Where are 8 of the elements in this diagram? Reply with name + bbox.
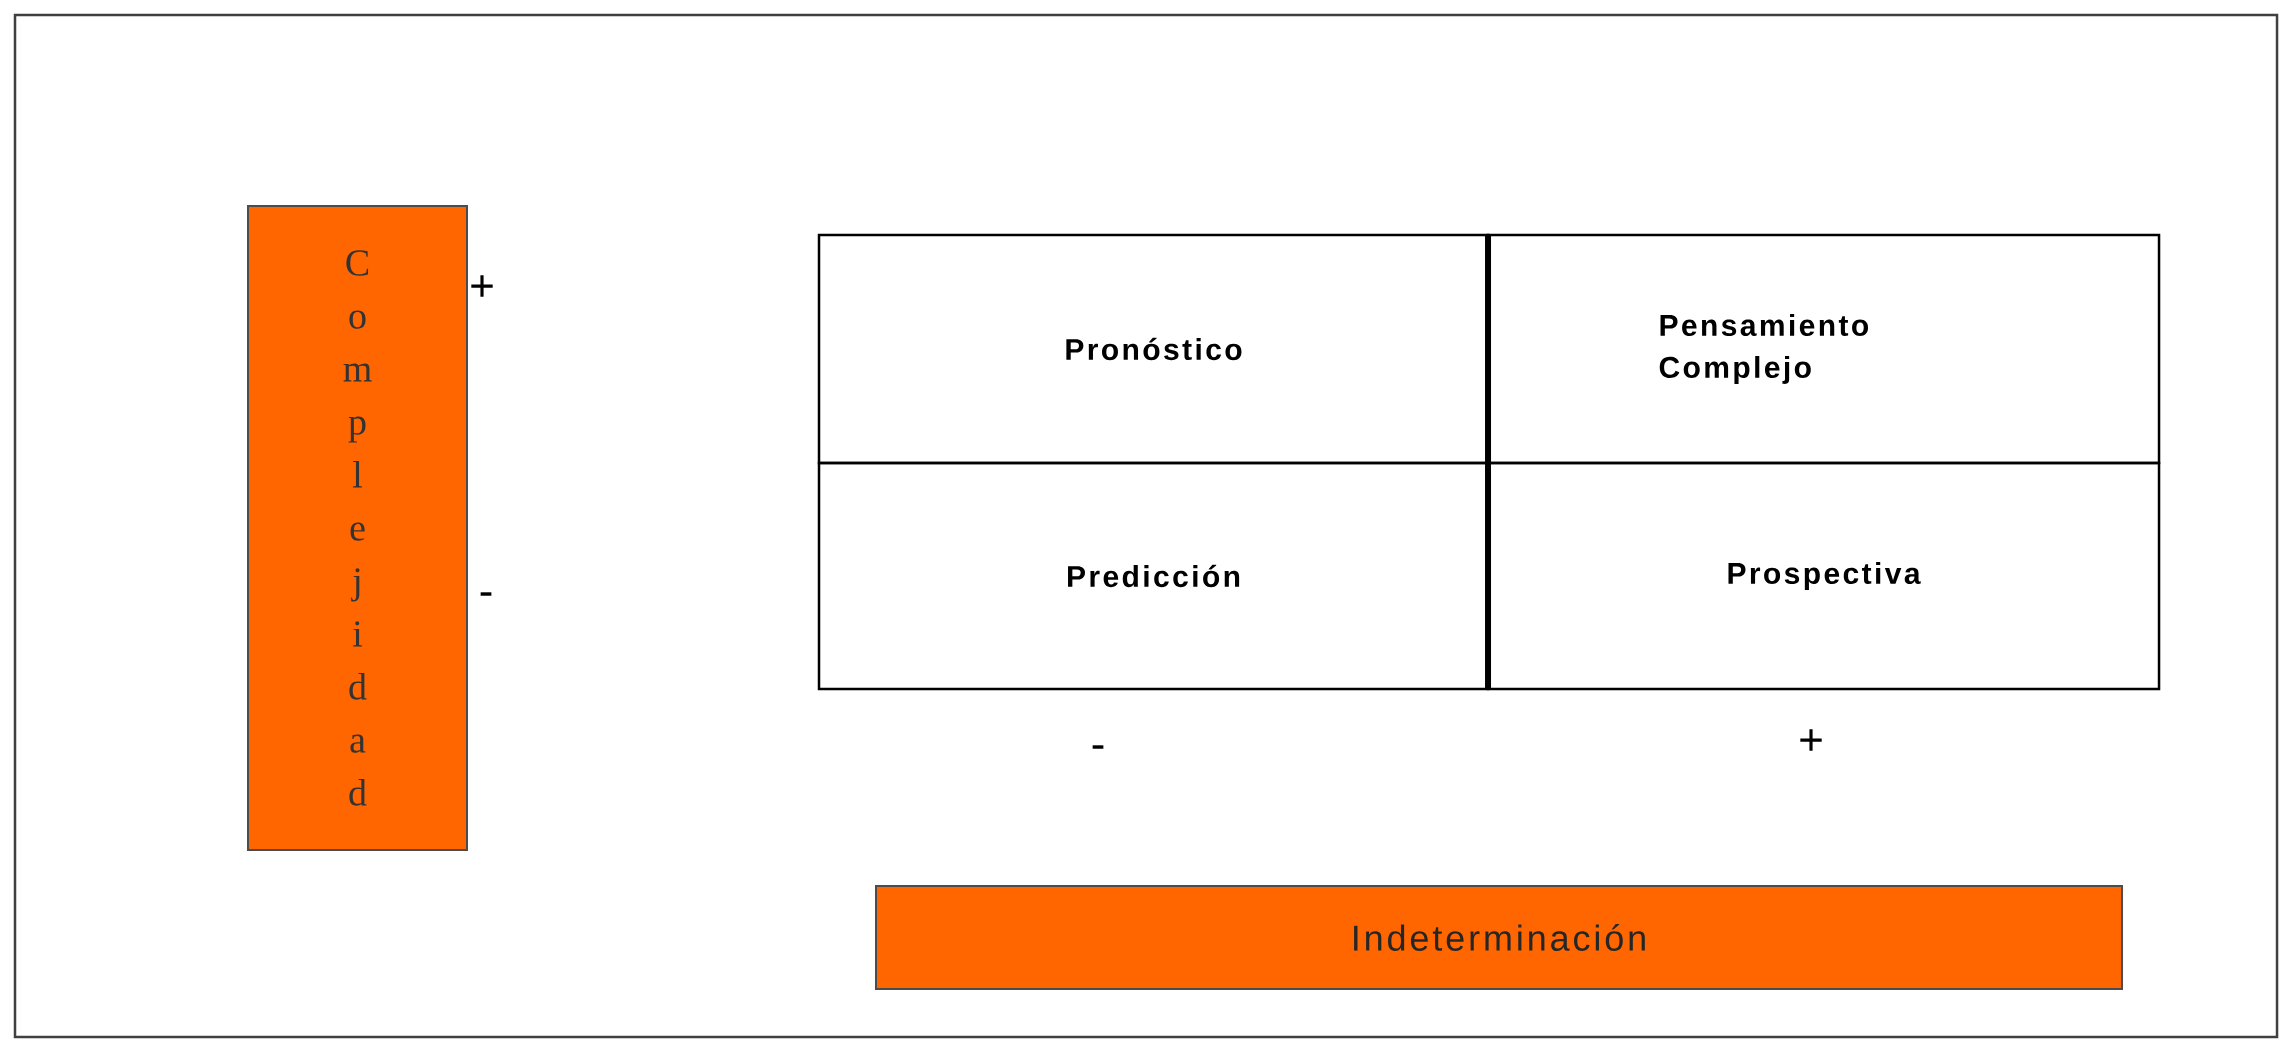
matrix-cell: Pronóstico: [817, 233, 1490, 465]
matrix-cell: Predicción: [817, 461, 1490, 691]
matrix-cell: Pensamiento Complejo: [1486, 233, 2161, 465]
sign-label: +: [1800, 729, 1822, 751]
horizontal-bar: Indeterminación: [875, 885, 2124, 990]
matrix-cell: Prospectiva: [1486, 461, 2161, 691]
sign-label: -: [1092, 745, 1104, 749]
vertical-bar: Complejidad: [247, 205, 468, 851]
